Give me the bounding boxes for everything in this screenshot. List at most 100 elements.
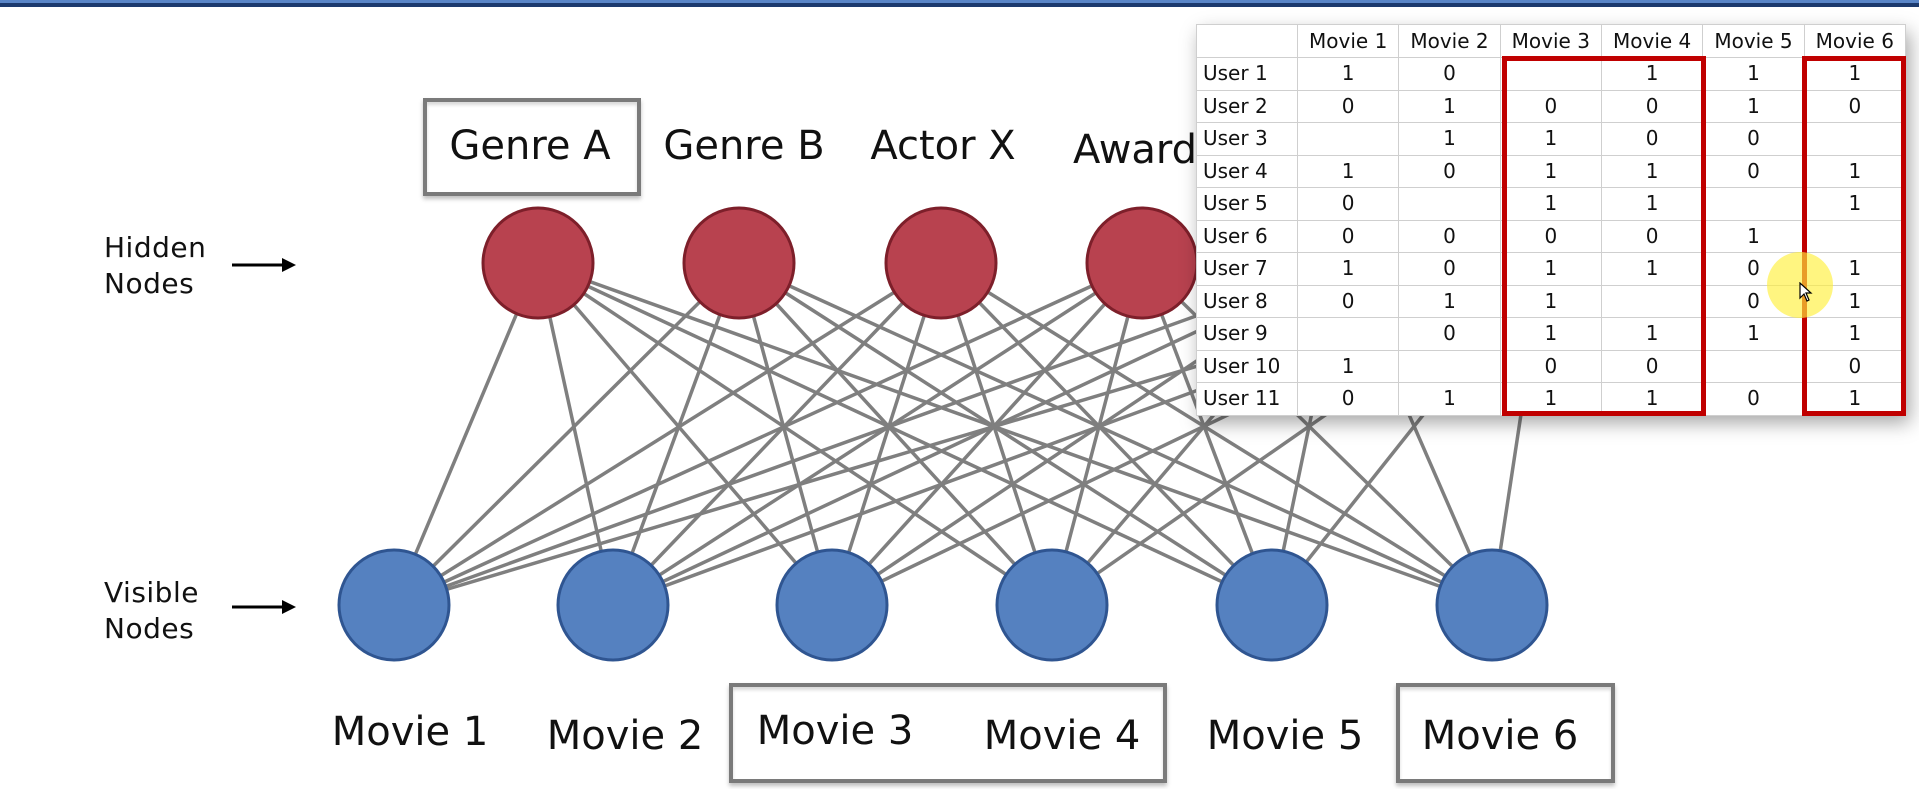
hidden-label-line-1: Hidden: [104, 231, 207, 264]
rating-cell: [1296, 122, 1400, 156]
edge-hidden-2-visible-2: [611, 262, 741, 606]
column-header: Movie 4: [1600, 24, 1704, 58]
rating-cell: 0: [1398, 57, 1501, 91]
rating-cell: 1: [1398, 284, 1501, 318]
rating-cell: 0: [1702, 382, 1805, 416]
rating-cell: 1: [1600, 317, 1704, 351]
rating-cell: 1: [1398, 382, 1501, 416]
rating-cell: 1: [1803, 154, 1907, 188]
rating-cell: 1: [1803, 317, 1907, 351]
table-corner-cell: [1196, 24, 1298, 58]
table-header-row: Movie 1 Movie 2 Movie 3 Movie 4 Movie 5 …: [1196, 24, 1907, 58]
rating-cell: 0: [1398, 154, 1501, 188]
ratings-table-panel: Movie 1 Movie 2 Movie 3 Movie 4 Movie 5 …: [1196, 24, 1907, 416]
rating-cell: 1: [1803, 187, 1907, 221]
rating-cell: [1600, 284, 1704, 318]
rating-cell: 1: [1499, 122, 1602, 156]
rating-cell: [1702, 349, 1805, 383]
rating-cell: [1499, 57, 1602, 91]
rating-cell: 0: [1702, 154, 1805, 188]
edge-hidden-1-visible-4: [537, 261, 1053, 607]
rating-cell: 1: [1702, 89, 1805, 123]
rating-cell: 0: [1398, 219, 1501, 253]
visible-node-label: Movie 5: [1206, 713, 1364, 759]
visible-node-label: Movie 6: [1421, 713, 1579, 759]
movie-6-highlight-box: [1396, 683, 1615, 783]
edge-hidden-3-visible-1: [393, 261, 942, 607]
visible-node-label: Movie 1: [331, 709, 489, 755]
rating-cell: 1: [1600, 187, 1704, 221]
arrow-right-icon: [232, 258, 296, 272]
rating-cell: 1: [1600, 252, 1704, 286]
genre-a-highlight-box: [423, 98, 641, 196]
hidden-node-label: Genre B: [663, 123, 825, 169]
rating-cell: 1: [1803, 57, 1907, 91]
hidden-node-label: Genre A: [449, 123, 611, 169]
visible-label-line-1: Visible: [104, 576, 199, 609]
visible-node: [556, 548, 670, 662]
rating-cell: [1398, 187, 1501, 221]
visible-node: [1435, 548, 1549, 662]
rating-cell: [1702, 187, 1805, 221]
rating-cell: 0: [1499, 219, 1602, 253]
rating-cell: 1: [1499, 252, 1602, 286]
rating-cell: 0: [1398, 317, 1501, 351]
edge-hidden-1-visible-5: [537, 261, 1273, 607]
rating-cell: 0: [1803, 349, 1907, 383]
row-header-user: User 6: [1196, 219, 1298, 253]
edge-hidden-4-visible-3: [830, 261, 1144, 607]
movie-3-4-highlight-box: [729, 683, 1167, 783]
visible-nodes-label: Visible Nodes: [104, 575, 199, 647]
edge-hidden-2-visible-6: [738, 261, 1493, 607]
visible-node: [1215, 548, 1329, 662]
row-header-user: User 11: [1196, 382, 1298, 416]
visible-label-line-2: Nodes: [104, 612, 195, 645]
column-header: Movie 3: [1499, 24, 1602, 58]
rating-cell: 1: [1702, 57, 1805, 91]
rating-cell: 1: [1398, 89, 1501, 123]
row-header-user: User 8: [1196, 284, 1298, 318]
rating-cell: 0: [1398, 252, 1501, 286]
edge-hidden-3-visible-4: [939, 262, 1054, 606]
rating-cell: [1803, 122, 1907, 156]
visible-node: [995, 548, 1109, 662]
edge-hidden-3-visible-3: [830, 262, 943, 606]
rating-cell: 0: [1803, 89, 1907, 123]
visible-node-label: Movie 2: [546, 713, 704, 759]
row-header-user: User 5: [1196, 187, 1298, 221]
edge-hidden-3-visible-6: [940, 261, 1493, 607]
rating-cell: 1: [1398, 122, 1501, 156]
arrow-right-icon: [232, 600, 296, 614]
edge-hidden-2-visible-1: [392, 261, 741, 607]
row-header-user: User 7: [1196, 252, 1298, 286]
window-top-bar: [0, 0, 1919, 7]
visible-node: [775, 548, 889, 662]
rating-cell: 1: [1499, 187, 1602, 221]
rating-cell: 0: [1296, 89, 1400, 123]
ratings-table: Movie 1 Movie 2 Movie 3 Movie 4 Movie 5 …: [1196, 24, 1907, 416]
rating-cell: [1398, 349, 1501, 383]
column-header: Movie 1: [1296, 24, 1400, 58]
edge-hidden-1-visible-1: [392, 262, 540, 606]
rating-cell: 0: [1600, 219, 1704, 253]
edge-hidden-2-visible-5: [738, 261, 1273, 607]
visible-node-label: Movie 4: [983, 713, 1141, 759]
row-header-user: User 1: [1196, 57, 1298, 91]
rating-cell: 1: [1499, 382, 1602, 416]
rating-cell: 0: [1600, 349, 1704, 383]
rating-cell: 1: [1296, 252, 1400, 286]
rating-cell: 1: [1296, 57, 1400, 91]
rating-cell: 0: [1702, 122, 1805, 156]
edge-hidden-2-visible-3: [737, 262, 834, 606]
rating-cell: 1: [1600, 154, 1704, 188]
